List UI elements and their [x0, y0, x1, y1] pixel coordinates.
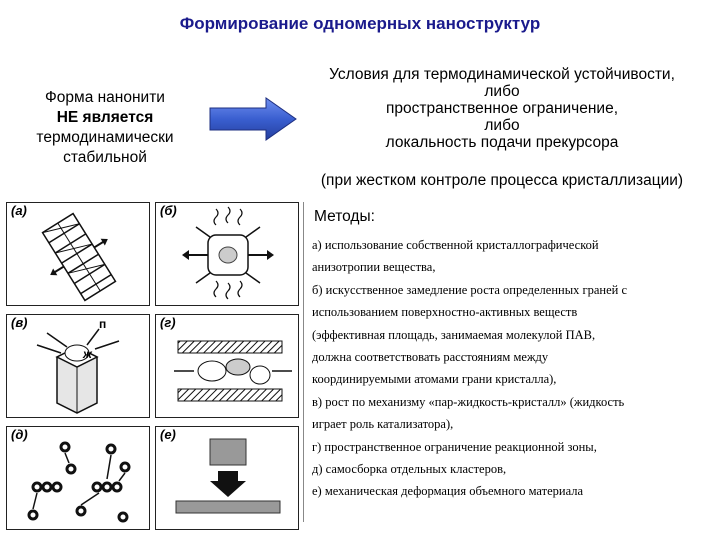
anisotropic-crystal-icon — [41, 212, 117, 302]
left-note-line: стабильной — [63, 149, 147, 166]
left-note-line: Форма нанонити — [45, 89, 165, 106]
vls-growth-icon — [36, 328, 120, 414]
conditions-line: Условия для термодинамической устойчивос… — [329, 66, 675, 83]
panel-label: (б) — [160, 203, 177, 218]
left-note-line: термодинамически — [36, 129, 174, 146]
conditions-block: Условия для термодинамической устойчивос… — [292, 66, 712, 151]
methods-line: анизотропии вещества, — [312, 260, 436, 275]
conditions-line: либо — [484, 83, 520, 100]
mechanical-deformation-icon — [175, 438, 281, 514]
methods-line: в) рост по механизму «пар-жидкость-крист… — [312, 394, 625, 409]
liquid-label: ж — [83, 347, 92, 361]
methods-title: Методы: — [314, 208, 375, 225]
panel-b: (б) — [155, 202, 299, 306]
methods-line: е) механическая деформация объемного мат… — [312, 484, 584, 499]
panel-label: (д) — [11, 427, 28, 442]
divider — [303, 202, 304, 522]
panel-v: (в) п ж — [6, 314, 150, 418]
panel-label: (г) — [160, 315, 176, 330]
right-arrow-icon — [209, 97, 297, 141]
left-note-bold: НЕ является — [56, 109, 154, 126]
crystallization-note: (при жестком контроле процесса кристалли… — [320, 172, 684, 189]
panel-d: (д) — [6, 426, 150, 530]
methods-line: играет роль катализатора), — [312, 417, 454, 432]
surfactant-capped-crystal-icon — [182, 206, 274, 300]
methods-line: д) самосборка отдельных кластеров, — [312, 462, 507, 477]
panel-label: (е) — [160, 427, 176, 442]
methods-line: использованием поверхностно-активных вещ… — [312, 305, 578, 320]
page-title: Формирование одномерных наноструктур — [179, 14, 541, 33]
methods-line: б) искусственное замедление роста опреде… — [312, 282, 627, 297]
conditions-line: локальность подачи прекурсора — [385, 134, 619, 151]
methods-line: (эффективная площадь, занимаемая молекул… — [312, 327, 596, 342]
panel-label: (а) — [11, 203, 27, 218]
methods-list: а) использование собственной кристаллогр… — [312, 234, 717, 503]
left-note: Форма нанонити НЕ является термодинамиче… — [10, 88, 200, 168]
panel-e: (е) — [155, 426, 299, 530]
panel-a: (а) — [6, 202, 150, 306]
vapor-label: п — [99, 317, 107, 331]
methods-line: координируемыми атомами грани кристалла)… — [312, 372, 557, 387]
methods-line: а) использование собственной кристаллогр… — [312, 238, 599, 252]
panel-label: (в) — [11, 315, 28, 330]
conditions-line: пространственное ограничение, — [385, 100, 619, 117]
template-confinement-icon — [174, 340, 292, 402]
conditions-line: либо — [484, 117, 520, 134]
panel-g: (г) — [155, 314, 299, 418]
methods-line: должна соответствовать расстояниям между — [312, 350, 549, 365]
cluster-self-assembly-icon — [27, 441, 131, 523]
methods-line: г) пространственное ограничение реакцион… — [312, 439, 597, 454]
